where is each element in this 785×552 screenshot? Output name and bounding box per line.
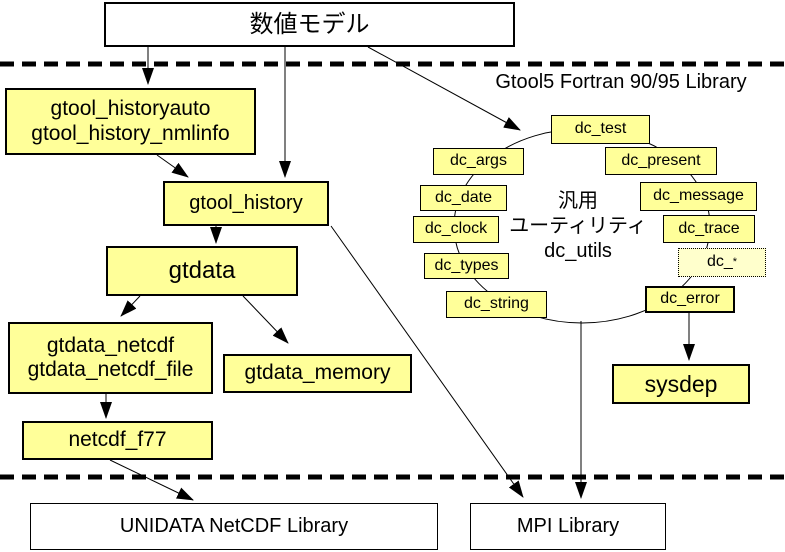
node-dc-clock-label: dc_clock (424, 220, 488, 238)
node-mpi-library: MPI Library (470, 503, 666, 550)
node-dc-star: dc_* (678, 248, 766, 277)
node-gtdata-netcdf-line2: gtdata_netcdf_file (27, 358, 194, 381)
node-dc-present: dc_present (605, 147, 717, 175)
node-gtool-historyauto: gtool_historyauto gtool_history_nmlinfo (5, 88, 256, 155)
node-gtool-history-label: gtool_history (189, 192, 303, 214)
dc-utils-cluster-line1: 汎用 (558, 190, 598, 212)
node-dc-types-label: dc_types (434, 256, 499, 274)
dc-utils-cluster-label: 汎用 ユーティリティ dc_utils (500, 189, 656, 264)
node-dc-string: dc_string (446, 291, 547, 318)
node-dc-test-label: dc_test (574, 120, 627, 138)
node-gtdata-netcdf-line1: gtdata_netcdf (46, 333, 175, 357)
arrow-group (100, 46, 695, 501)
node-netcdf-f77-label: netcdf_f77 (68, 428, 167, 452)
node-dc-test: dc_test (551, 115, 650, 144)
node-dc-clock: dc_clock (413, 216, 499, 243)
node-dc-error: dc_error (645, 286, 735, 313)
node-gtdata-netcdf: gtdata_netcdf gtdata_netcdf_file (8, 322, 213, 394)
node-mpi-library-label: MPI Library (516, 515, 620, 537)
node-gtdata-label: gtdata (168, 257, 236, 285)
node-sysdep: sysdep (612, 364, 750, 404)
dc-utils-cluster-line2: ユーティリティ (509, 215, 647, 237)
library-name-label: Gtool5 Fortran 90/95 Library (495, 71, 747, 93)
node-gtdata-memory: gtdata_memory (223, 354, 412, 393)
node-dc-message-label: dc_message (653, 187, 744, 205)
arrow-f77-to-unidata (109, 459, 194, 501)
node-numerical-model: 数値モデル (104, 2, 515, 47)
node-dc-args: dc_args (433, 148, 524, 175)
arrow-gtdata-to-memory (242, 295, 289, 344)
node-dc-date-label: dc_date (435, 188, 492, 206)
node-dc-present-label: dc_present (621, 151, 701, 169)
node-dc-message: dc_message (640, 182, 757, 211)
node-gtool-historyauto-line2: gtool_history_nmlinfo (31, 121, 230, 145)
dc-utils-cluster-line3: dc_utils (544, 240, 612, 262)
node-unidata-netcdf-library-label: UNIDATA NetCDF Library (119, 515, 349, 537)
node-dc-date: dc_date (420, 185, 507, 211)
node-gtdata-memory-label: gtdata_memory (244, 361, 391, 385)
node-gtool-historyauto-line1: gtool_historyauto (50, 97, 211, 121)
node-netcdf-f77: netcdf_f77 (22, 421, 213, 460)
node-dc-trace-label: dc_trace (678, 219, 740, 237)
node-dc-string-label: dc_string (464, 295, 529, 313)
node-dc-star-asterisk: * (732, 256, 738, 269)
node-sysdep-label: sysdep (644, 370, 718, 397)
node-numerical-model-label: 数値モデル (249, 10, 370, 38)
arrow-history-to-mpi (330, 225, 524, 498)
node-dc-error-label: dc_error (660, 290, 720, 308)
node-dc-args-label: dc_args (450, 152, 507, 170)
node-gtool-history: gtool_history (163, 181, 329, 226)
node-dc-star-base: dc_ (706, 253, 733, 271)
arrow-model-to-dc-test (367, 46, 521, 131)
arrow-historyauto-to-history (156, 154, 189, 178)
node-dc-trace: dc_trace (663, 215, 755, 243)
node-unidata-netcdf-library: UNIDATA NetCDF Library (30, 503, 438, 550)
node-gtdata: gtdata (106, 246, 298, 296)
arrow-gtdata-to-netcdf (120, 295, 141, 317)
node-dc-types: dc_types (424, 253, 509, 279)
